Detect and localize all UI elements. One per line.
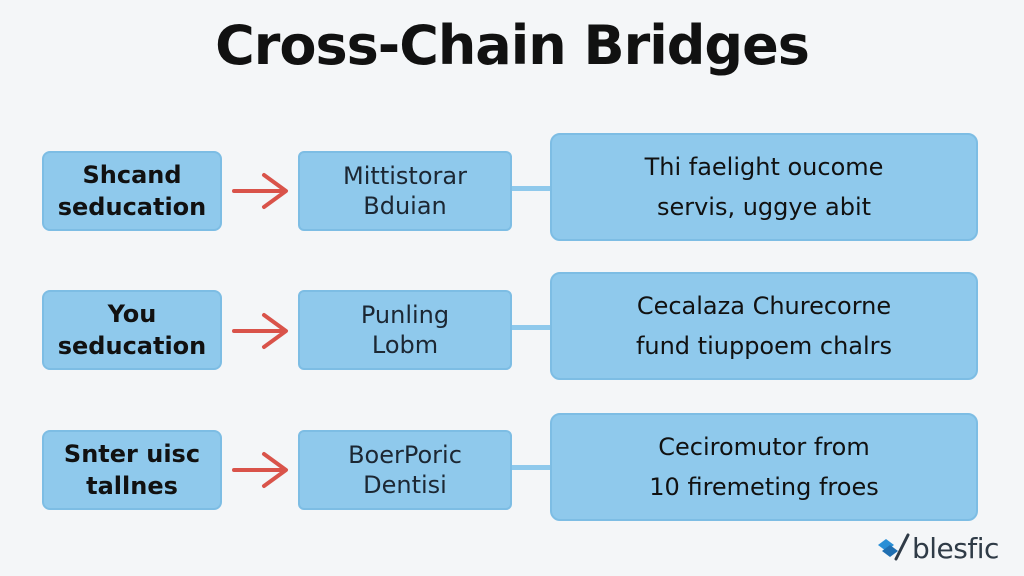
- row-3-middle-line-2: Dentisi: [363, 471, 447, 499]
- row-3-left-box: Snter uisc tallnes: [42, 430, 222, 510]
- row-3-right-line-1: Ceciromutor from: [658, 433, 870, 461]
- brand-logo: blesfic: [876, 530, 999, 566]
- row-1-connector: [512, 186, 552, 191]
- logo-mark-icon: [878, 533, 910, 561]
- row-2-left-box: You seducation: [42, 290, 222, 370]
- row-3-right-line-2: 10 firemeting froes: [649, 473, 879, 501]
- row-2-middle-line-1: Punling: [360, 301, 450, 329]
- row-2-middle-box: Punling Lobm: [298, 290, 512, 370]
- row-3-middle-box: BoerPoric Dentisi: [298, 430, 512, 510]
- row-1-middle-line-1: Mittistorar: [343, 162, 467, 190]
- row-2-arrow-icon: [232, 313, 288, 349]
- row-1-middle-box: Mittistorar Bduian: [298, 151, 512, 231]
- row-1-left-line-1: Shcand: [82, 161, 182, 189]
- row-2-right-line-2: fund tiuppoem chalrs: [635, 332, 893, 360]
- row-3-left-line-2: tallnes: [86, 472, 178, 500]
- row-1-arrow-icon: [232, 173, 288, 209]
- row-3-right-box: Ceciromutor from 10 firemeting froes: [550, 413, 978, 521]
- row-2-left-line-2: seducation: [57, 332, 207, 360]
- row-1-middle-line-2: Bduian: [363, 192, 447, 220]
- row-2-right-line-1: Cecalaza Churecorne: [636, 292, 892, 320]
- row-3-arrow-icon: [232, 452, 288, 488]
- logo-text: blesfic: [912, 531, 999, 565]
- row-2-right-box: Cecalaza Churecorne fund tiuppoem chalrs: [550, 272, 978, 380]
- row-2-left-line-1: You: [107, 300, 157, 328]
- row-3-left-line-1: Snter uisc: [63, 440, 201, 468]
- row-1-right-line-1: Thi faelight oucome: [644, 153, 884, 181]
- row-1-right-box: Thi faelight oucome servis, uggye abit: [550, 133, 978, 241]
- diagram-title: Cross-Chain Bridges: [215, 14, 810, 77]
- row-3-connector: [512, 465, 552, 470]
- row-2-connector: [512, 325, 552, 330]
- row-1-left-box: Shcand seducation: [42, 151, 222, 231]
- row-1-right-line-2: servis, uggye abit: [656, 193, 872, 221]
- row-1-left-line-2: seducation: [57, 193, 207, 221]
- row-3-middle-line-1: BoerPoric: [348, 441, 462, 469]
- row-2-middle-line-2: Lobm: [371, 331, 439, 359]
